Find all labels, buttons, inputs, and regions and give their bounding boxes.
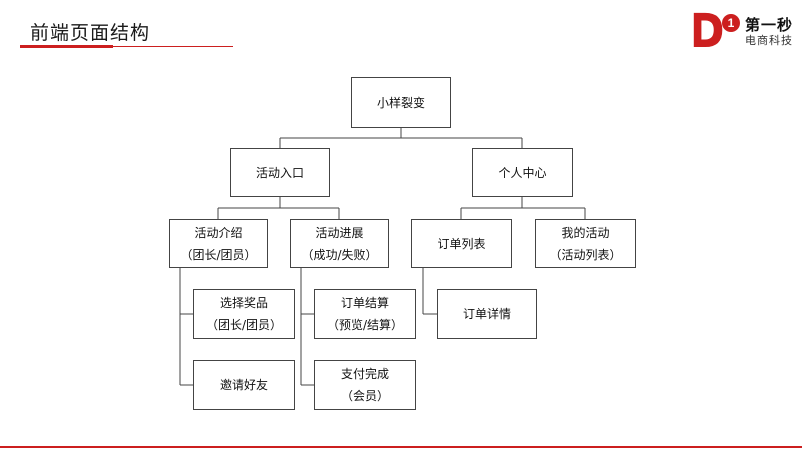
d1-logo-icon: 1 <box>693 12 740 48</box>
node-select-prize-line1: 选择奖品 <box>219 296 268 310</box>
logo-company-name: 第一秒 <box>745 16 794 34</box>
node-activity-intro-line1: 活动介绍 <box>194 225 243 240</box>
node-activity-intro: 活动介绍 （团长/团员） <box>169 219 268 268</box>
footer-accent-line <box>0 446 802 448</box>
title-underline <box>20 45 113 48</box>
node-my-activities: 我的活动 （活动列表） <box>535 219 636 268</box>
node-order-detail: 订单详情 <box>437 289 537 339</box>
node-root: 小样裂变 <box>351 77 451 128</box>
node-my-activities-line1: 我的活动 <box>561 225 610 240</box>
node-order-list-label: 订单列表 <box>437 236 486 251</box>
node-personal-center-label: 个人中心 <box>498 165 547 180</box>
node-order-detail-label: 订单详情 <box>462 307 511 321</box>
node-my-activities-line2: （活动列表） <box>549 247 622 262</box>
page-title: 前端页面结构 <box>30 22 151 44</box>
node-root-label: 小样裂变 <box>376 95 425 110</box>
node-order-settlement: 订单结算 （预览/结算） <box>314 289 416 339</box>
node-activity-progress-line1: 活动进展 <box>315 225 364 240</box>
node-activity-entry-label: 活动入口 <box>255 165 304 180</box>
node-payment-complete: 支付完成 （会员） <box>314 360 416 410</box>
node-select-prize-line2: （团长/团员） <box>205 318 283 332</box>
node-payment-complete-line1: 支付完成 <box>340 367 389 381</box>
logo-company-subtitle: 电商科技 <box>745 34 793 47</box>
svg-text:1: 1 <box>728 16 735 30</box>
node-activity-progress: 活动进展 （成功/失败） <box>290 219 389 268</box>
node-select-prize: 选择奖品 （团长/团员） <box>193 289 295 339</box>
title-underline-thin <box>113 46 233 47</box>
node-activity-intro-line2: （团长/团员） <box>180 247 257 262</box>
node-order-settlement-line1: 订单结算 <box>340 296 389 310</box>
node-invite-friends: 邀请好友 <box>193 360 295 410</box>
node-payment-complete-line2: （会员） <box>340 389 389 403</box>
node-activity-progress-line2: （成功/失败） <box>301 247 378 262</box>
node-activity-entry: 活动入口 <box>230 148 330 197</box>
node-invite-friends-label: 邀请好友 <box>219 378 268 392</box>
node-order-settlement-line2: （预览/结算） <box>326 318 404 332</box>
node-personal-center: 个人中心 <box>472 148 573 197</box>
node-order-list: 订单列表 <box>411 219 512 268</box>
